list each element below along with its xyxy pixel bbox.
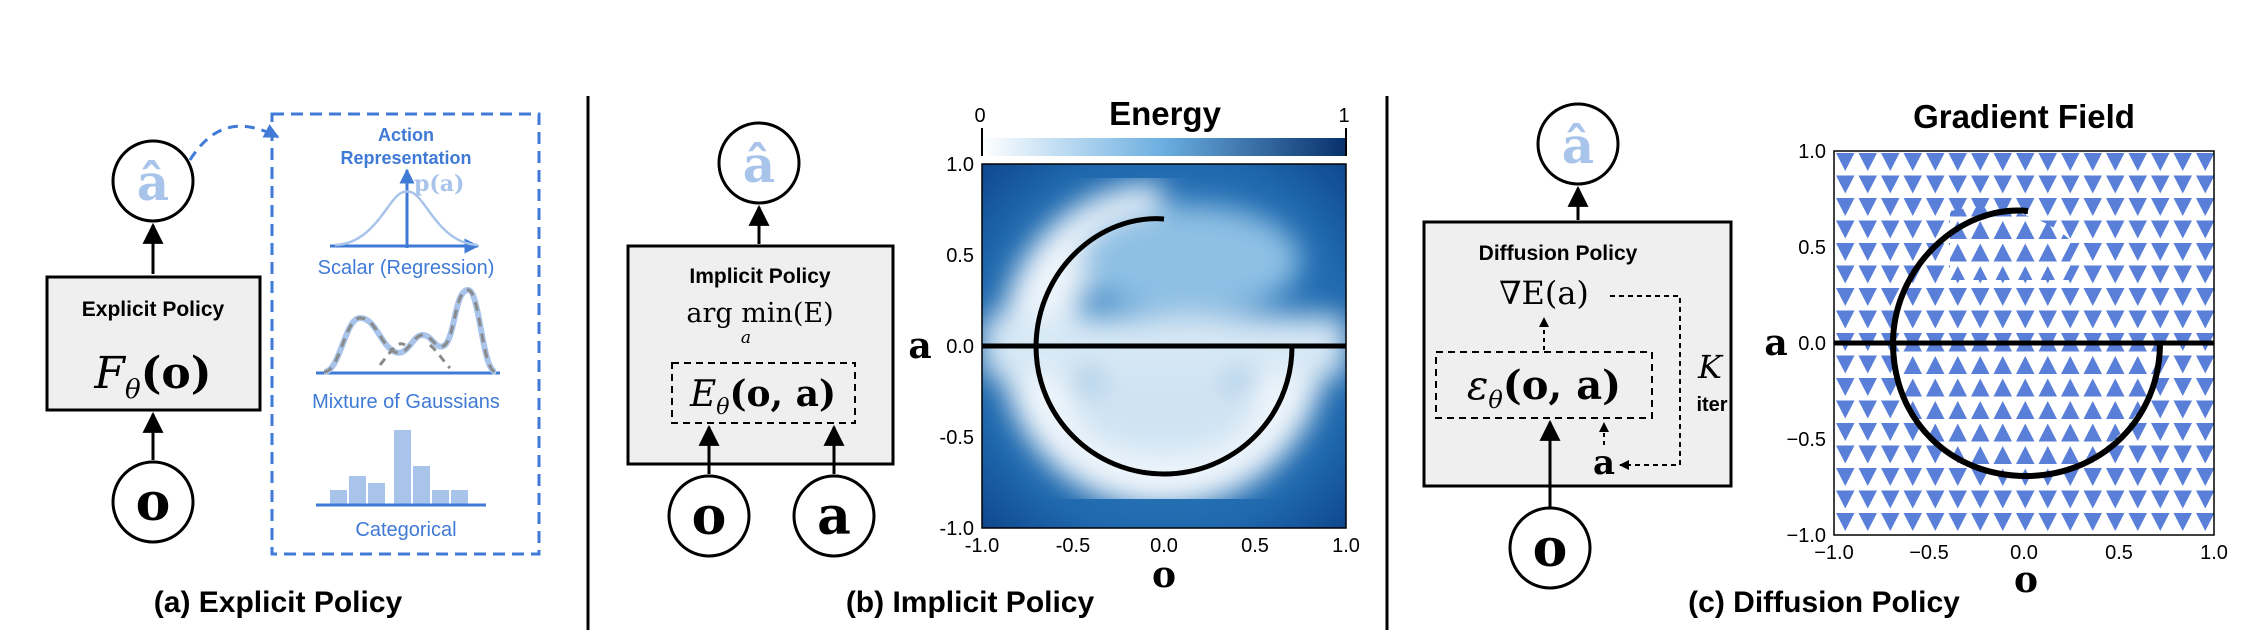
caption-b: (b) Implicit Policy [846,586,1095,619]
gradient-xtick: −0.5 [1909,542,1948,564]
categorical-plot [316,430,486,507]
cat-bar [368,483,385,504]
pa-label: p(a) [414,171,464,197]
input-node-o [667,474,751,558]
gradient-plot-title: Gradient Field [1913,98,2135,135]
noise-predictor-formula: εθ(o, a) [1467,362,1621,414]
gradient-energy-formula: ∇E(a) [1499,274,1589,312]
cat-bar [432,490,449,504]
gradient-ytick: 0.5 [1798,237,1826,259]
input-node-label: o [1533,518,1568,579]
dashed-arrow-to-representation [188,124,280,161]
cat-bar [451,490,468,504]
energy-ylabel: a [908,325,931,367]
explicit-policy-formula: Fθ(o) [93,348,211,405]
energy-function-dashed-box [671,362,856,424]
output-node-a-hat [717,121,801,205]
output-node-a-hat [111,139,195,223]
noise-predictor-dashed-box [1435,351,1653,419]
scalar-regression-plot: p(a) [330,168,480,254]
explicit-policy-title: Explicit Policy [82,298,225,321]
output-node-label: â [137,153,169,212]
energy-ytick: 1.0 [946,154,974,176]
noisy-action-label: a [1593,443,1615,483]
gradient-xtick: 1.0 [2200,542,2228,564]
rep-item-mixture: Mixture of Gaussians [312,391,500,413]
mixture-of-gaussians-plot [316,286,500,375]
energy-ytick: 0.0 [946,336,974,358]
energy-spiral-curve [1033,216,1295,477]
input-node-o [1508,506,1592,590]
energy-plot-title: Energy [1109,95,1222,132]
gradient-xtick: 0.5 [2105,542,2133,564]
energy-xtick: -1.0 [965,535,999,557]
implicit-policy-title: Implicit Policy [689,265,831,288]
energy-xtick: -0.5 [1056,535,1090,557]
implicit-argmin-sub: a [741,328,751,348]
energy-xtick: 1.0 [1332,535,1360,557]
energy-colorbar [982,138,1346,156]
gradient-ylabel: a [1764,322,1787,364]
mog-component-dashed-2 [428,343,452,370]
diffusion-policy-title: Diffusion Policy [1479,242,1638,265]
energy-ytick: 0.5 [946,245,974,267]
gradient-ytick: −0.5 [1787,429,1826,451]
k-iter-sub: iter [1696,394,1727,416]
mog-component-dashed-1 [378,342,406,366]
gradient-spiral-curve [1889,207,2163,480]
energy-ytick: -0.5 [940,427,974,449]
representation-title-2: Representation [340,148,471,168]
mog-curve-solid [323,286,498,375]
input-node-label: o [136,472,171,533]
gradient-ytick: −1.0 [1787,525,1826,547]
colorbar-max: 1 [1338,105,1349,127]
gradient-ytick: 1.0 [1798,141,1826,163]
iteration-loop-dashed [1610,295,1681,470]
k-iter-label: K [1697,348,1724,386]
output-node-label: â [743,135,775,194]
cat-bar [413,466,430,504]
implicit-argmin: arg min(E) [686,298,833,329]
scalar-gaussian-curve [334,190,479,247]
explicit-policy-box [45,275,262,412]
panel-b: â Implicit Policy arg min(E) a Eθ(o, a) … [626,95,1360,619]
output-node-a-hat [1536,102,1620,186]
energy-xtick: 0.5 [1241,535,1269,557]
caption-a: (a) Explicit Policy [154,586,403,619]
cat-bar [394,430,411,504]
input-node-o [111,460,195,544]
output-node-label: â [1562,116,1594,175]
caption-c: (c) Diffusion Policy [1688,586,1960,619]
energy-xtick: 0.0 [1150,535,1178,557]
gradient-ytick: 0.0 [1798,333,1826,355]
representation-title-1: Action [378,125,434,145]
energy-xlabel: o [1152,554,1176,596]
cat-bar [330,490,347,504]
implicit-policy-box [626,244,895,466]
input-node-a [792,474,876,558]
rep-item-scalar: Scalar (Regression) [318,257,495,279]
input-node-a-label: a [817,486,851,547]
mog-curve-dashed [323,288,497,374]
gradient-xtick: 0.0 [2010,542,2038,564]
energy-function-formula: Eθ(o, a) [689,373,836,420]
colorbar-min: 0 [974,105,985,127]
gradient-xlabel: o [2014,559,2038,601]
panel-a: â Explicit Policy Fθ(o) o Action Represe… [45,112,541,619]
input-node-o-label: o [692,486,727,547]
panel-c: â Diffusion Policy ∇E(a) εθ(o, a) K iter… [1422,98,2228,619]
rep-item-categorical: Categorical [355,519,456,541]
gradient-xtick: −1.0 [1814,542,1853,564]
energy-ytick: -1.0 [940,518,974,540]
action-representation-box [270,112,541,556]
cat-bar [349,476,366,504]
